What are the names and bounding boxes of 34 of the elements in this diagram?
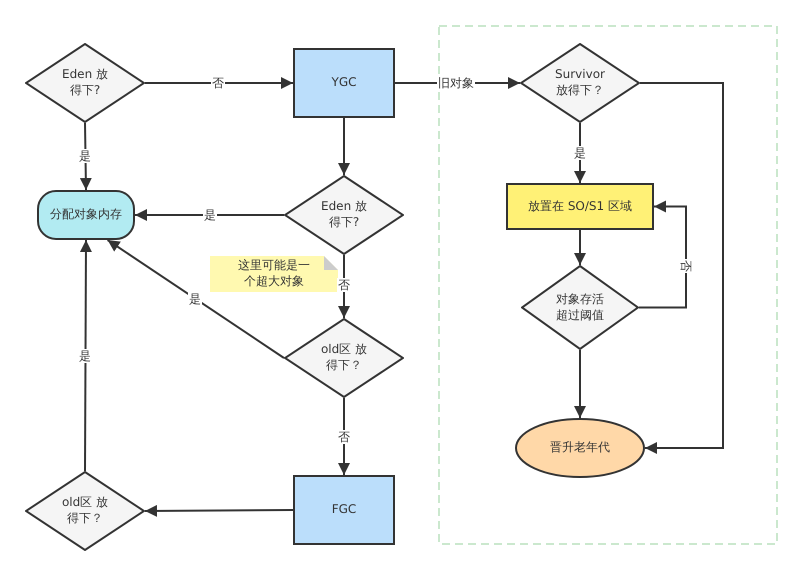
decision-diamond: Eden 放得下? xyxy=(25,43,145,123)
edge-label: 否 xyxy=(211,76,225,90)
decision-diamond: old区 放得下？ xyxy=(284,318,404,398)
edge-label: 是 xyxy=(78,349,92,363)
arrow xyxy=(107,239,285,359)
edge-label: 否 xyxy=(337,430,351,444)
terminal-ellipse: 晋升老年代 xyxy=(515,418,645,478)
note-box: 这里可能是一个超大对象 xyxy=(210,256,338,292)
edge-label: 是 xyxy=(203,208,217,222)
arrow xyxy=(338,118,350,175)
decision-diamond: Eden 放得下? xyxy=(284,175,404,255)
arrow xyxy=(80,240,92,471)
edge-label: 是 xyxy=(188,292,202,306)
arrow xyxy=(135,209,284,221)
arrow xyxy=(574,350,586,418)
edge-label: 旧对象 xyxy=(437,76,475,90)
arrow xyxy=(574,230,586,265)
edge-label: 否 xyxy=(679,259,693,273)
dashed-frame xyxy=(438,25,778,545)
process-box: 放置在 SO/S1 区域 xyxy=(506,183,654,230)
arrow xyxy=(640,82,724,454)
arrow xyxy=(338,255,350,318)
decision-diamond: old区 放得下？ xyxy=(25,471,145,551)
edge-label: 是 xyxy=(573,146,587,160)
process-box: YGC xyxy=(293,48,395,118)
arrow xyxy=(145,77,293,89)
arrow xyxy=(145,504,293,517)
process-box: FGC xyxy=(293,475,395,545)
edge-label: 是 xyxy=(78,149,92,163)
decision-diamond: 对象存活超过阈值 xyxy=(521,265,639,350)
arrow xyxy=(639,200,687,308)
rounded-box: 分配对象内存 xyxy=(37,190,135,240)
edge-label: 否 xyxy=(337,278,351,292)
decision-diamond: Survivor 放得下？ xyxy=(520,43,640,123)
